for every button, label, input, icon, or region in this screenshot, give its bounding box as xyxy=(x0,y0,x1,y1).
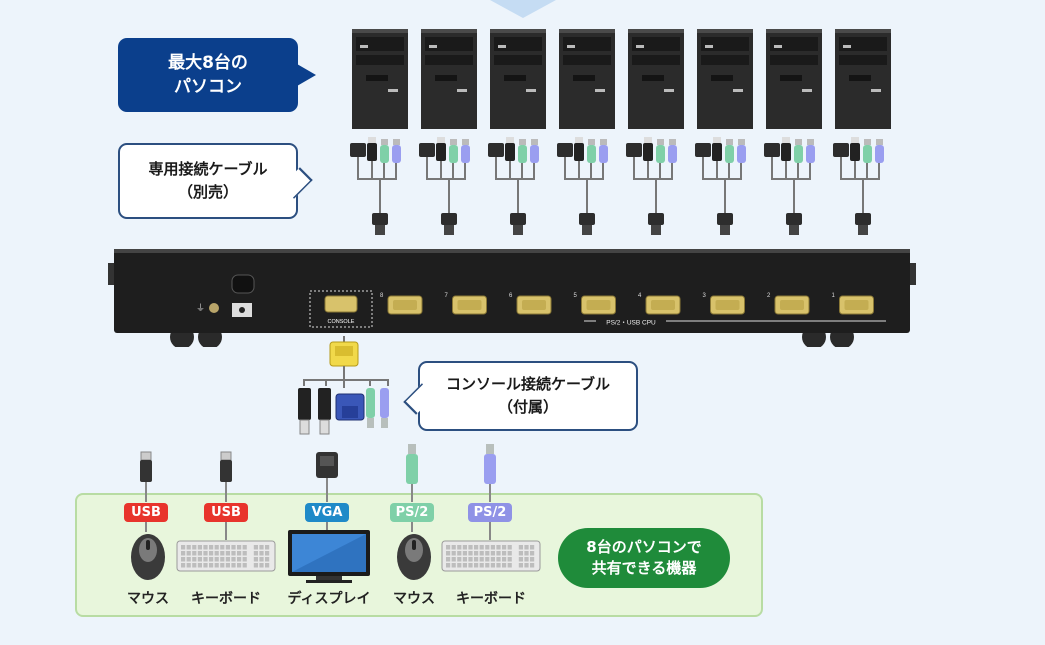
console-cable-line2: （付属） xyxy=(497,398,558,416)
pc-tower-icon xyxy=(697,29,753,129)
mouse-icon xyxy=(397,534,431,580)
console-cable-line1: コンソール接続ケーブル xyxy=(445,375,611,393)
callout-tail xyxy=(281,167,313,199)
kvm-port-6: 6 xyxy=(509,293,552,315)
connect-cable-icon xyxy=(695,137,746,235)
shared-line2: 共有できる機器 xyxy=(591,559,697,577)
cpu-label: PS/2・USB CPU xyxy=(606,320,656,327)
max-pcs-line1: 最大8台の xyxy=(168,53,248,73)
kvm-port-2: 2 xyxy=(767,293,810,315)
kvm-switch: ⏚ CONSOLE PS/2・USB CPU 8 7 6 5 4 3 2 1 xyxy=(108,249,916,347)
kvm-port-number: 3 xyxy=(703,293,707,299)
console-label: CONSOLE xyxy=(328,319,355,325)
device-label: マウス xyxy=(127,591,169,607)
pc-tower-icon xyxy=(628,29,684,129)
connect-cable-icon xyxy=(488,137,539,235)
max-pcs-line2: パソコン xyxy=(174,77,242,97)
svg-text:⏚: ⏚ xyxy=(196,303,205,314)
device-cables xyxy=(140,444,496,540)
top-arrow-icon xyxy=(490,0,556,18)
usb-badge: USB xyxy=(124,503,168,522)
console-cable-callout: コンソール接続ケーブル （付属） xyxy=(403,361,638,431)
cable-line1: 専用接続ケーブル xyxy=(148,160,268,178)
keyboard-icon xyxy=(441,540,541,572)
connect-cable-icon xyxy=(419,137,470,235)
shared-devices-callout: 8台のパソコンで 共有できる機器 xyxy=(558,528,730,588)
pc-tower-icon xyxy=(835,29,891,129)
connect-cable-icon xyxy=(833,137,884,235)
pc-tower-icon xyxy=(559,29,615,129)
kvm-port-number: 4 xyxy=(638,293,642,299)
connect-cable-icon xyxy=(557,137,608,235)
pc-tower-icon xyxy=(352,29,408,129)
kvm-port-number: 2 xyxy=(767,293,771,299)
kvm-port-number: 5 xyxy=(574,293,578,299)
device-label: キーボード xyxy=(191,591,261,607)
kvm-port-8: 8 xyxy=(380,293,423,315)
callout-tail xyxy=(403,383,435,415)
kvm-port-number: 8 xyxy=(380,293,384,299)
connect-cable-icon xyxy=(764,137,815,235)
callout-tail xyxy=(297,64,316,86)
device-label: ディスプレイ xyxy=(287,591,371,607)
shared-line1: 8台のパソコンで xyxy=(586,538,702,556)
kvm-port-3: 3 xyxy=(703,293,745,315)
max-pcs-callout: 最大8台の パソコン xyxy=(118,38,316,112)
kvm-port-7: 7 xyxy=(445,293,487,315)
console-cable xyxy=(298,336,389,435)
display-icon xyxy=(288,530,370,583)
pc-tower-icon xyxy=(490,29,546,129)
pc-row xyxy=(350,29,891,235)
cable-callout: 専用接続ケーブル （別売） xyxy=(118,143,313,219)
ps2-badge: PS/2 xyxy=(468,503,512,522)
cable-line2: （別売） xyxy=(177,183,238,201)
pc-tower-icon xyxy=(421,29,477,129)
device-label: マウス xyxy=(393,591,435,607)
usb-badge: USB xyxy=(204,503,248,522)
kvm-port-4: 4 xyxy=(638,293,681,315)
ps2-badge: PS/2 xyxy=(390,503,434,522)
vga-badge: VGA xyxy=(305,503,349,522)
mouse-icon xyxy=(131,534,165,580)
kvm-port-number: 1 xyxy=(832,293,836,299)
kvm-port-1: 1 xyxy=(832,293,874,315)
connect-cable-icon xyxy=(350,137,401,235)
pc-tower-icon xyxy=(766,29,822,129)
device-label: キーボード xyxy=(456,591,526,607)
keyboard-icon xyxy=(176,540,276,572)
kvm-port-number: 7 xyxy=(445,293,449,299)
connect-cable-icon xyxy=(626,137,677,235)
kvm-port-5: 5 xyxy=(574,293,616,315)
kvm-port-number: 6 xyxy=(509,293,513,299)
